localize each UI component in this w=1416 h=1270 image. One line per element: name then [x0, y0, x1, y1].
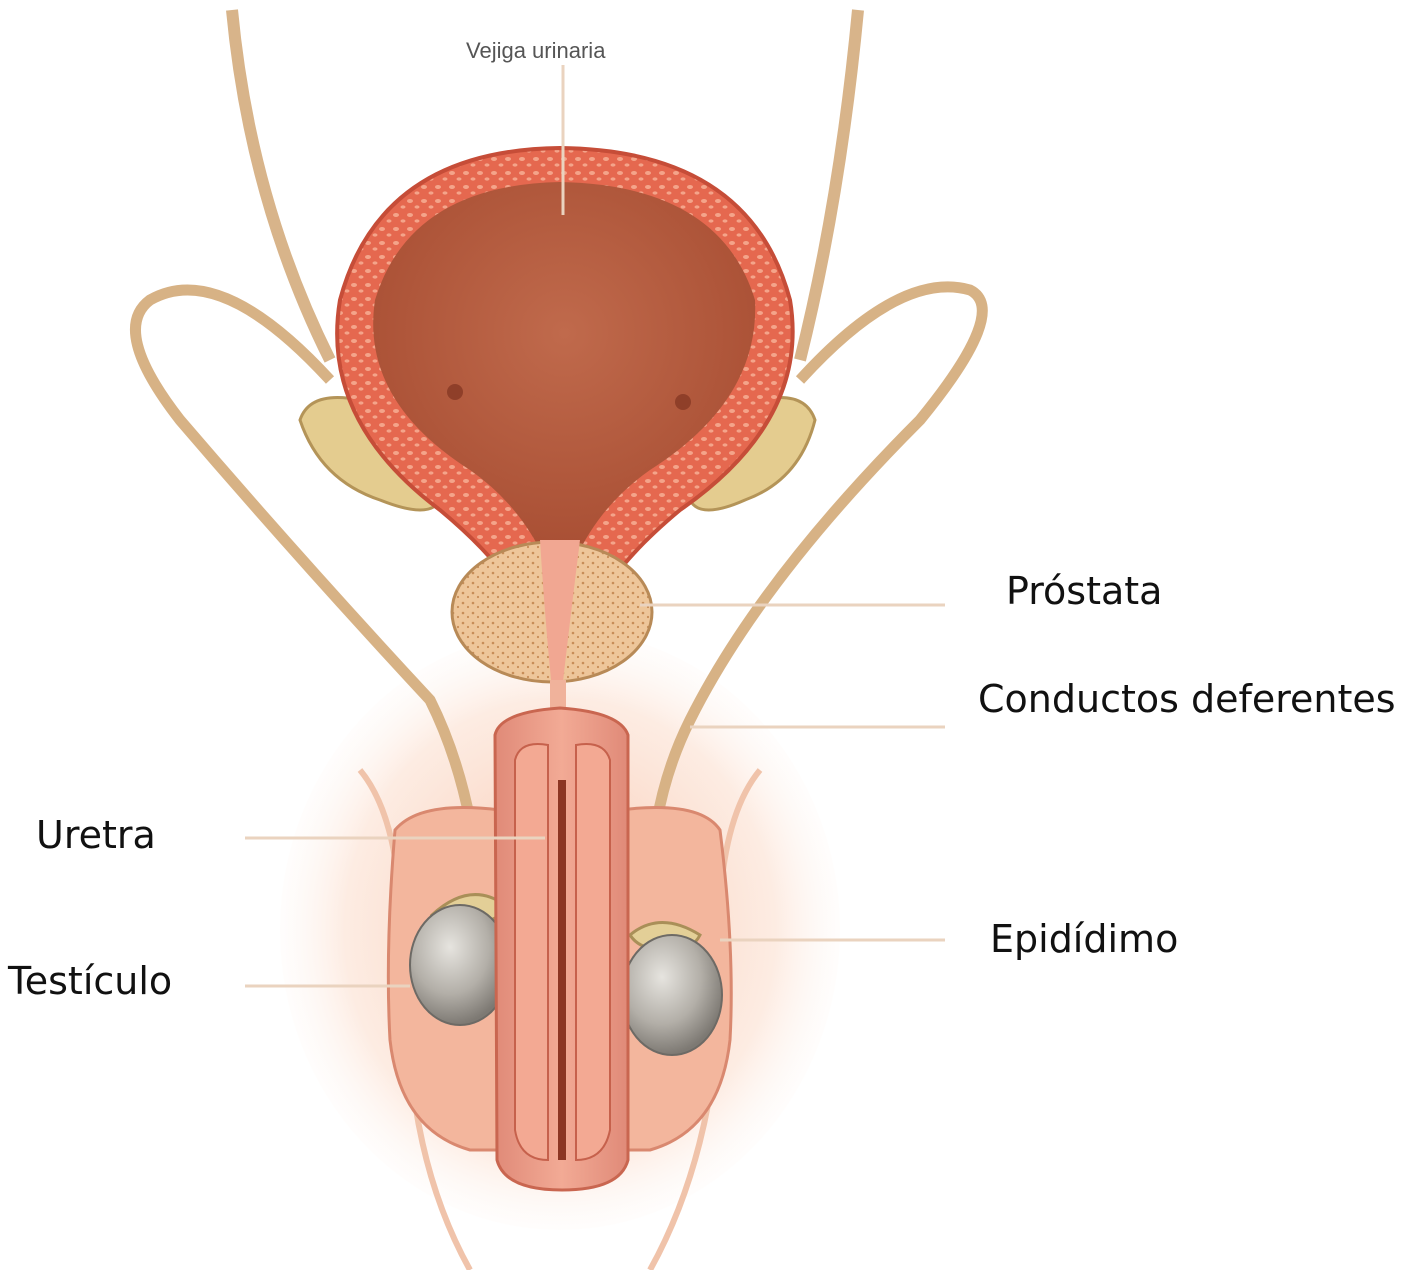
penile-urethra — [558, 780, 566, 1160]
corpus-cavernosum-left — [515, 744, 548, 1160]
label-vejiga-urinaria: Vejiga urinaria — [466, 40, 605, 62]
label-conductos-deferentes: Conductos deferentes — [978, 680, 1396, 718]
label-testiculo: Testículo — [8, 962, 172, 1000]
corpus-cavernosum-right — [576, 744, 610, 1160]
left-ureteric-orifice — [447, 384, 463, 400]
right-ureteric-orifice — [675, 394, 691, 410]
label-epididimo: Epidídimo — [990, 920, 1178, 958]
label-prostata: Próstata — [1006, 572, 1162, 610]
right-ureter — [800, 10, 858, 360]
label-uretra: Uretra — [36, 816, 156, 854]
right-testis — [622, 935, 722, 1055]
